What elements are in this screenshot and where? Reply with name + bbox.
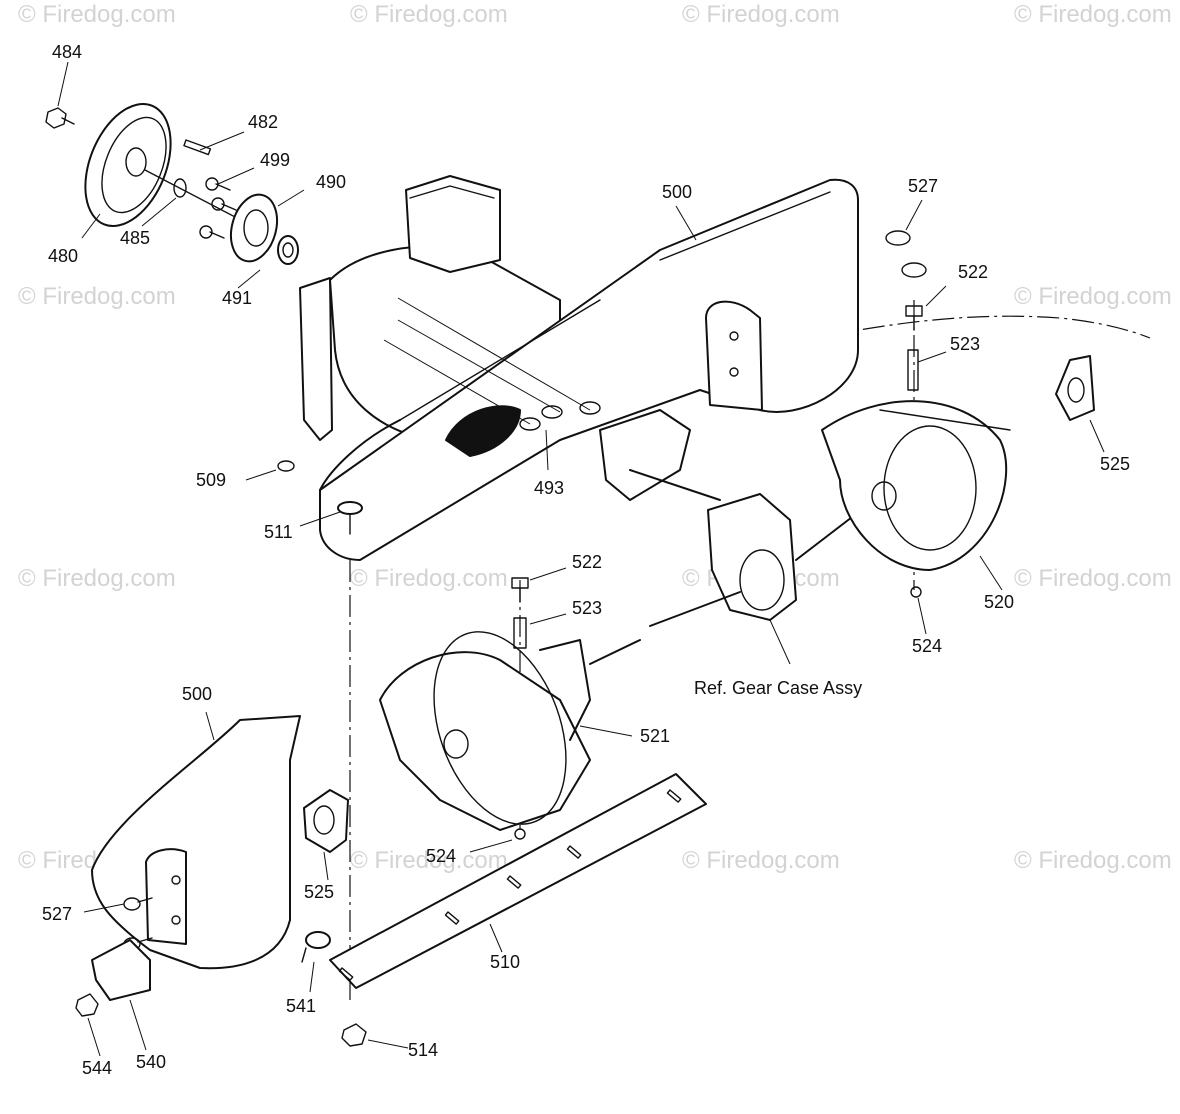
nut-514 (341, 1023, 367, 1047)
bolt-484 (45, 107, 75, 129)
callout-522-mid: 522 (572, 552, 602, 572)
watermark-text: © Firedog.com (350, 565, 508, 592)
callout-labels: 484 482 499 490 480 485 491 500 527 522 … (42, 42, 1130, 1078)
callout-541: 541 (286, 996, 316, 1016)
key-482 (183, 139, 212, 156)
callout-525-left: 525 (304, 882, 334, 902)
callout-522-top: 522 (958, 262, 988, 282)
scraper-bar-510 (329, 773, 707, 989)
side-cover-500 (91, 715, 301, 970)
callout-500-bottom: 500 (182, 684, 212, 704)
carriage-bolt-511 (337, 501, 363, 535)
callout-491: 491 (222, 288, 252, 308)
bolts-493 (383, 297, 601, 431)
impeller (599, 409, 721, 501)
bolts-527-top (885, 230, 927, 278)
leader-lines (57, 61, 1105, 1057)
auger-521 (379, 631, 641, 831)
auger-520 (821, 400, 1011, 571)
washer-485 (173, 178, 187, 198)
bearing-flange-490 (229, 193, 279, 263)
watermark-text: © Firedog.com (350, 847, 508, 874)
callout-511: 511 (264, 522, 293, 542)
callout-527-bottom: 527 (42, 904, 72, 924)
shear-pin-right (905, 305, 923, 598)
bearing-plate-525-left (303, 789, 349, 853)
watermark-text: © Firedog.com (18, 1, 176, 28)
bolt-541 (301, 931, 331, 963)
reference-note: Ref. Gear Case Assy (694, 678, 862, 698)
callout-527-top: 527 (908, 176, 938, 196)
callout-493: 493 (534, 478, 564, 498)
auger-housing (299, 175, 859, 561)
callout-482: 482 (248, 112, 278, 132)
gear-case-assy (649, 493, 857, 627)
callout-500-top: 500 (662, 182, 692, 202)
callout-485: 485 (120, 228, 150, 248)
bearing-491 (277, 235, 299, 265)
callout-524-mid: 524 (426, 846, 456, 866)
callout-523-mid: 523 (572, 598, 602, 618)
callout-490: 490 (316, 172, 346, 192)
callout-544: 544 (82, 1058, 112, 1078)
callout-514: 514 (408, 1040, 438, 1060)
callout-523-top: 523 (950, 334, 980, 354)
watermark-text: © Firedog.com (682, 1, 840, 28)
pulley-480 (84, 102, 261, 231)
callout-524-right: 524 (912, 636, 942, 656)
watermark-text: © Firedog.com (1014, 847, 1172, 874)
screw-509 (277, 460, 295, 472)
nut-544 (75, 993, 99, 1017)
callout-509: 509 (196, 470, 226, 490)
watermark-text: © Firedog.com (1014, 565, 1172, 592)
watermark-text: © Firedog.com (18, 565, 176, 592)
callout-540: 540 (136, 1052, 166, 1072)
watermark-text: © Firedog.com (1014, 283, 1172, 310)
watermark-text: © Firedog.com (682, 847, 840, 874)
callout-484: 484 (52, 42, 82, 62)
callout-521: 521 (640, 726, 670, 746)
callout-510: 510 (490, 952, 520, 972)
callout-499: 499 (260, 150, 290, 170)
watermark-text: © Firedog.com (18, 283, 176, 310)
watermark-text: © Firedog.com (1014, 1, 1172, 28)
watermark-text: © Firedog.com (350, 1, 508, 28)
callout-520: 520 (984, 592, 1014, 612)
skid-540 (91, 939, 151, 1001)
bearing-plate-525-right (1055, 355, 1095, 421)
bolts-499 (199, 177, 237, 239)
callout-480: 480 (48, 246, 78, 266)
callout-525-right: 525 (1100, 454, 1130, 474)
shear-pin-mid (511, 577, 529, 840)
